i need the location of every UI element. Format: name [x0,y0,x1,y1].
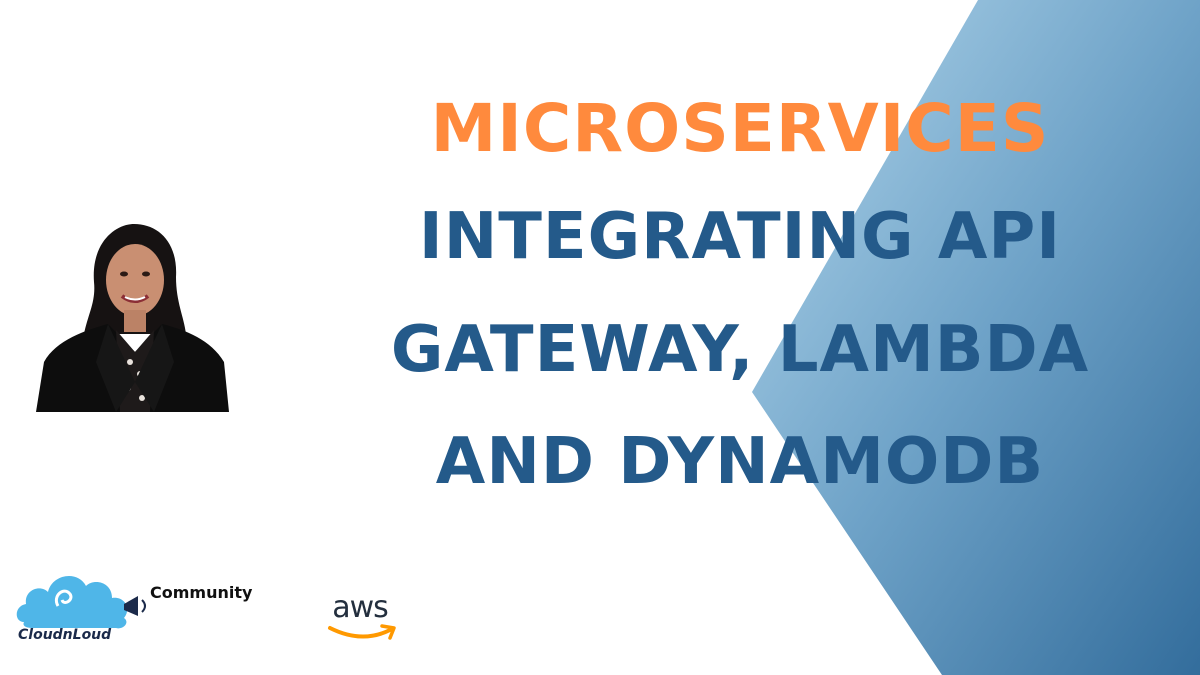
aws-logo: aws [320,592,400,646]
brand-label: CloudnLoud [18,627,112,643]
main-title: MICROSERVICES [430,90,1050,167]
cloudnloud-cloud-icon [16,575,146,629]
community-label: Community [150,583,253,602]
aws-smile-arrow-icon [328,624,396,640]
subtitle-line-2: GATEWAY, LAMBDA [390,313,1090,387]
aws-logo-text: aws [332,590,389,625]
subtitle-line-3: AND DYNAMODB [435,425,1045,499]
presenter-photo [36,222,229,412]
subtitle-line-1: INTEGRATING API [418,200,1062,274]
